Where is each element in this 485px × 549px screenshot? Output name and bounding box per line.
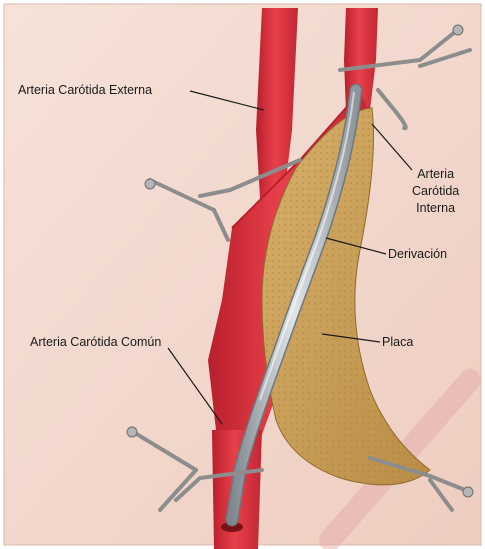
label-plaque: Placa bbox=[382, 334, 413, 351]
label-external-carotid: Arteria Carótida Externa bbox=[18, 82, 152, 99]
label-internal-carotid-line3: Interna bbox=[412, 200, 459, 217]
label-common-carotid: Arteria Carótida Común bbox=[30, 334, 161, 351]
label-internal-carotid-line1: Arteria bbox=[412, 166, 459, 183]
label-shunt: Derivación bbox=[388, 246, 447, 263]
label-internal-carotid-line2: Carótida bbox=[412, 183, 459, 200]
label-internal-carotid: Arteria Carótida Interna bbox=[412, 166, 459, 217]
